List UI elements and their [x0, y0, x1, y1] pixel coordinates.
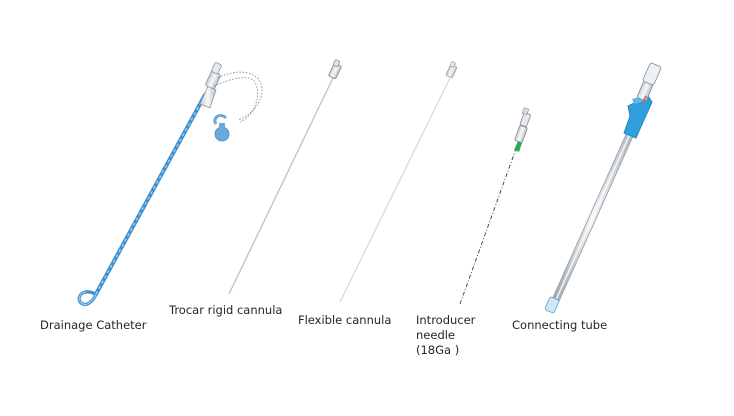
flexible-cannula-illustration: [339, 61, 458, 303]
connecting-tube-illustration: [544, 62, 662, 314]
introducer-needle-illustration: [459, 107, 531, 305]
label-flexible-cannula: Flexible cannula: [298, 313, 392, 327]
trocar-rigid-cannula-illustration: [228, 59, 342, 295]
label-trocar-rigid-cannula: Trocar rigid cannula: [169, 303, 283, 317]
drainage-catheter-illustration: [77, 62, 263, 306]
label-introducer-needle: Introducer needle (18Ga ): [416, 313, 476, 357]
label-connecting-tube: Connecting tube: [512, 318, 608, 332]
label-drainage-catheter: Drainage Catheter: [40, 318, 147, 332]
